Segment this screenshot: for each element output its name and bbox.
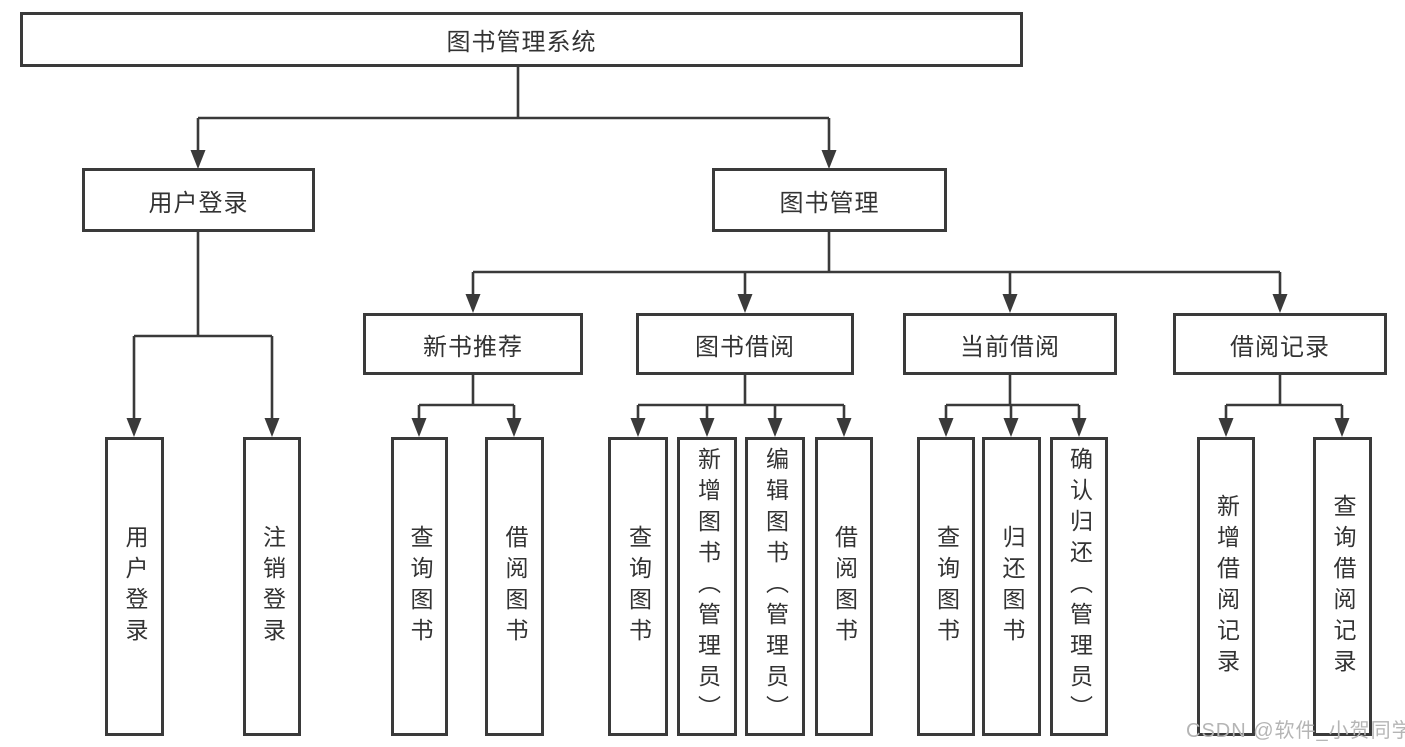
- node-book-borrowing: 图书借阅: [636, 313, 854, 375]
- leaf-cb-confirm-return: 确认归还（管理员）: [1050, 437, 1108, 736]
- node-root: 图书管理系统: [20, 12, 1023, 67]
- node-borrowing-records: 借阅记录: [1173, 313, 1387, 375]
- leaf-bb-borrow-books: 借阅图书: [815, 437, 873, 736]
- leaf-br-query-record: 查询借阅记录: [1313, 437, 1372, 736]
- leaf-logout: 注销登录: [243, 437, 301, 736]
- leaf-br-add-record: 新增借阅记录: [1197, 437, 1255, 736]
- leaf-bb-add-books: 新增图书（管理员）: [677, 437, 737, 736]
- csdn-watermark: CSDN @软件_小贺同学: [1186, 720, 1405, 742]
- connector-edges: [132, 66, 1344, 420]
- node-book-management: 图书管理: [712, 168, 947, 232]
- leaf-cb-return-books: 归还图书: [982, 437, 1041, 736]
- leaf-bb-edit-books: 编辑图书（管理员）: [745, 437, 805, 736]
- leaf-user-login: 用户登录: [105, 437, 164, 736]
- arrow-down-icons: [126, 150, 1350, 437]
- node-new-book-recommend: 新书推荐: [363, 313, 583, 375]
- leaf-cb-query-books: 查询图书: [917, 437, 975, 736]
- node-current-borrowing: 当前借阅: [903, 313, 1117, 375]
- leaf-nb-borrow-books: 借阅图书: [485, 437, 544, 736]
- leaf-nb-query-books: 查询图书: [391, 437, 448, 736]
- leaf-bb-query-books: 查询图书: [608, 437, 668, 736]
- node-user-login: 用户登录: [82, 168, 315, 232]
